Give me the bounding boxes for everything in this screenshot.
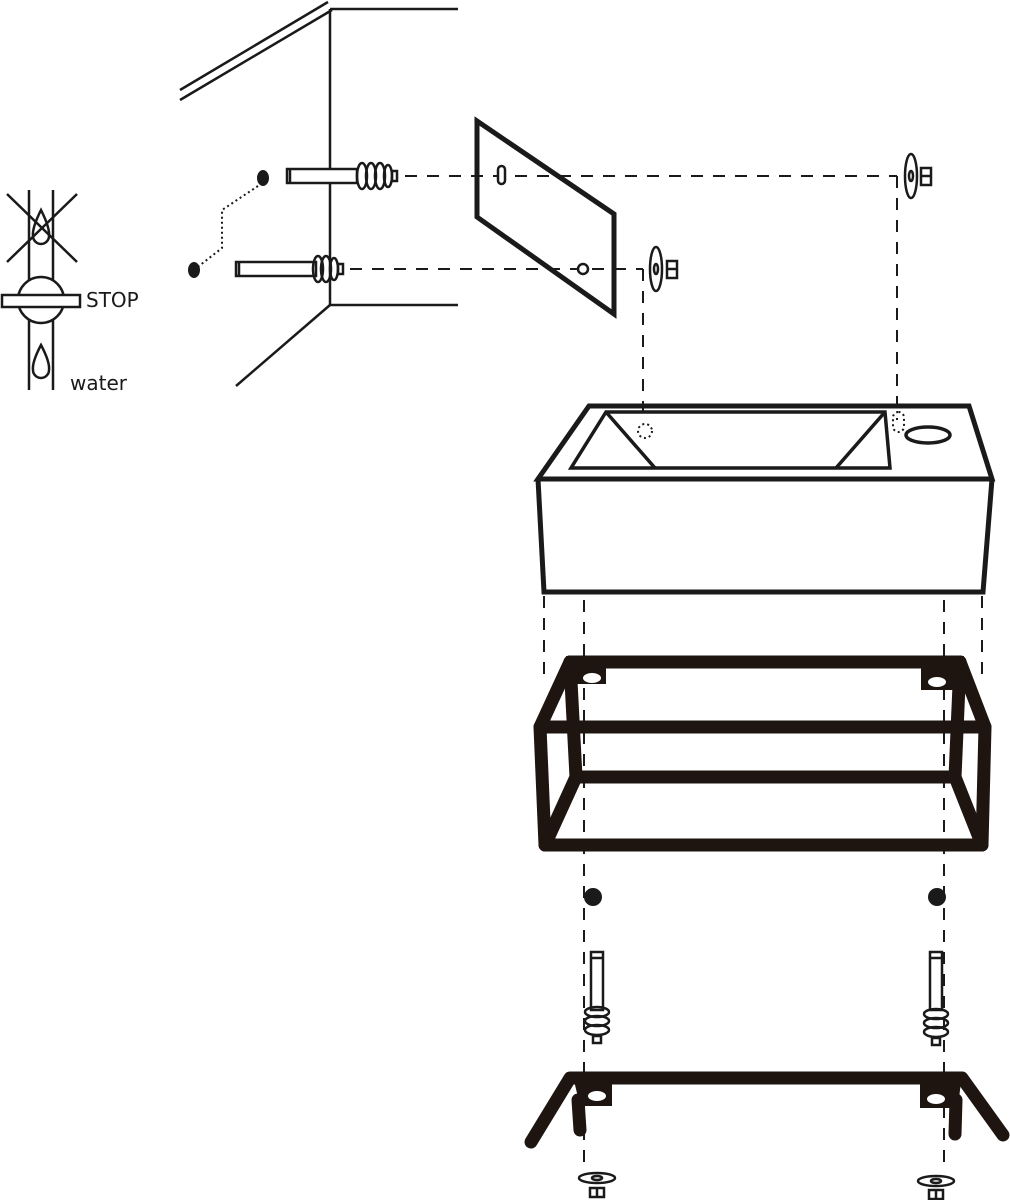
- bottom-washer-nut-right: [916, 1174, 956, 1200]
- metal-frame: [533, 655, 992, 852]
- bottom-bracket: [524, 1071, 1010, 1149]
- bottom-washer-nut-left: [577, 1171, 617, 1199]
- water-label: water: [70, 371, 128, 395]
- sink-basin: [533, 403, 996, 595]
- wall-bolt-upper: [285, 161, 399, 191]
- frame-bolt-left: [583, 950, 611, 1045]
- washer-nut-lower: [648, 245, 679, 293]
- frame-bolt-right: [922, 950, 950, 1047]
- mounting-plate: [474, 116, 617, 319]
- stop-label: STOP: [86, 288, 139, 312]
- wall-corner: [179, 0, 458, 387]
- alignment-lines: [350, 175, 983, 1170]
- drill-holes: [188, 170, 269, 278]
- water-stop-symbol: STOP water: [0, 190, 139, 395]
- wall-bolt-lower: [234, 254, 345, 284]
- washer-nut-upper: [903, 152, 933, 200]
- wall-plugs: [584, 888, 946, 906]
